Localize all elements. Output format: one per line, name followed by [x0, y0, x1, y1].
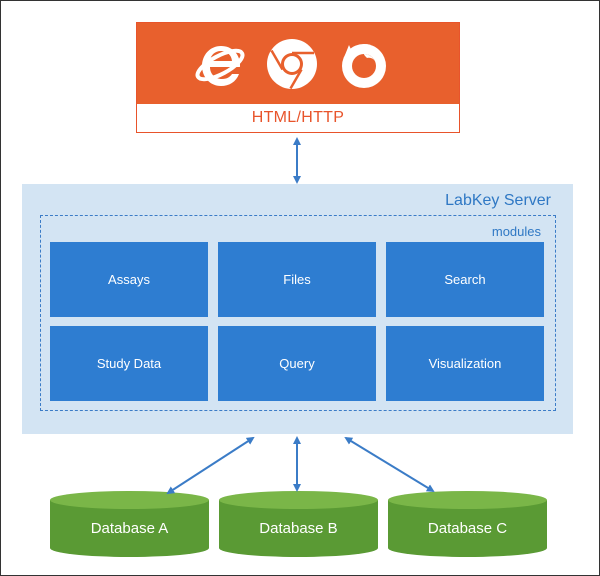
module-query: Query — [218, 326, 376, 401]
database-b: Database B — [218, 490, 379, 558]
browser-icons-bar — [137, 23, 459, 104]
database-a: Database A — [49, 490, 210, 558]
database-c: Database C — [387, 490, 548, 558]
chrome-icon — [267, 39, 317, 90]
internet-explorer-icon — [195, 46, 245, 86]
protocol-label: HTML/HTTP — [251, 109, 345, 126]
database-c-label: Database C — [427, 520, 508, 537]
browser-clients-box: HTML/HTTP — [136, 22, 460, 133]
server-title: LabKey Server — [445, 192, 551, 209]
database-b-label: Database B — [259, 520, 338, 537]
modules-container: modules Assays Files Search Study Data Q… — [40, 215, 556, 411]
labkey-server-box: LabKey Server modules Assays Files Searc… — [22, 184, 573, 434]
database-a-label: Database A — [90, 520, 169, 537]
module-search: Search — [386, 242, 544, 317]
module-visualization: Visualization — [386, 326, 544, 401]
module-assays: Assays — [50, 242, 208, 317]
module-study-data: Study Data — [50, 326, 208, 401]
module-files: Files — [218, 242, 376, 317]
firefox-icon — [342, 44, 386, 88]
modules-label: modules — [491, 224, 541, 239]
arrow-server-database-a — [166, 436, 255, 495]
arrow-server-database-c — [344, 436, 435, 493]
